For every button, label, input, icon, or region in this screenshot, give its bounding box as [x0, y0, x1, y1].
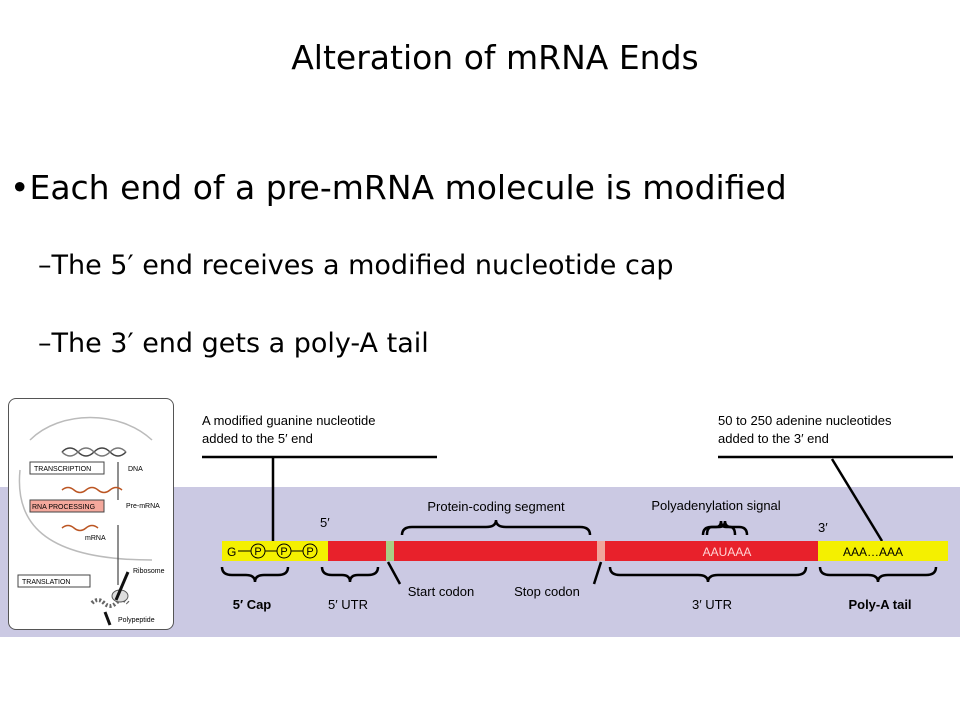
dash: – — [38, 328, 52, 359]
inset-rna-processing: RNA PROCESSING — [32, 504, 95, 511]
inset-transcription: TRANSCRIPTION — [34, 466, 91, 473]
poly-a-segment — [818, 541, 948, 561]
polypeptide-chain-icon — [90, 598, 130, 608]
cap-label: 5′ Cap — [233, 597, 272, 612]
poly-a-tail-label: Poly-A tail — [848, 597, 911, 612]
stop-codon-label: Stop codon — [514, 584, 580, 599]
sub-point-cap: –The 5′ end receives a modified nucleoti… — [38, 250, 674, 281]
polyadenylation-label: Polyadenylation signal — [651, 498, 780, 513]
phosphate-label-2: P — [280, 546, 287, 558]
inset-graphic: TRANSCRIPTION DNA RNA PROCESSING Pre-mRN… — [17, 416, 165, 626]
inset-translation: TRANSLATION — [22, 579, 71, 586]
main-bullet: •Each end of a pre-mRNA molecule is modi… — [10, 168, 787, 207]
cap-brace — [220, 566, 290, 583]
inset-polypeptide: Polypeptide — [118, 617, 155, 624]
utr3-brace — [608, 566, 808, 583]
right-callout-line1: 50 to 250 adenine nucleotides — [718, 413, 892, 428]
dash: – — [38, 250, 52, 281]
polypeptide-pointer — [103, 611, 112, 626]
inset-ribosome: Ribosome — [133, 568, 165, 575]
utr3-label: 3′ UTR — [692, 597, 732, 612]
poly-a-sequence: AAA…AAA — [843, 545, 903, 559]
stop-codon-marker — [597, 541, 605, 561]
start-codon-pointer — [386, 561, 402, 585]
coding-segment — [328, 541, 818, 561]
nucleus-envelope-top — [29, 416, 153, 441]
start-codon-marker — [386, 541, 394, 561]
inset-pre-mrna: Pre-mRNA — [126, 503, 160, 510]
inset-dna: DNA — [128, 466, 143, 473]
five-prime-label: 5′ — [320, 515, 330, 530]
sub-point-cap-text: The 5′ end receives a modified nucleotid… — [51, 250, 674, 281]
poly-a-brace — [818, 566, 938, 583]
slide-title: Alteration of mRNA Ends — [291, 38, 699, 77]
stop-codon-pointer — [592, 561, 603, 585]
bullet-dot: • — [10, 168, 30, 207]
ribosome-pointer — [114, 571, 130, 601]
translation-box — [17, 574, 91, 588]
rna-processing-box — [29, 499, 105, 513]
transcription-box — [29, 461, 105, 475]
nucleus-envelope-bottom — [18, 469, 153, 561]
phosphate-icon-3 — [302, 543, 318, 559]
inset-mrna: mRNA — [85, 535, 106, 542]
phosphate-icon-2 — [276, 543, 292, 559]
overview-inset — [8, 398, 174, 630]
right-callout-line2: added to the 3′ end — [718, 431, 829, 446]
three-prime-label: 3′ — [818, 520, 828, 535]
phosphate-label-3: P — [306, 546, 313, 558]
dna-helix-strand-icon — [61, 447, 127, 457]
mrna-icon — [61, 524, 99, 532]
right-callout-pointer — [830, 458, 884, 542]
utr5-label: 5′ UTR — [328, 597, 368, 612]
utr5-brace — [320, 566, 380, 583]
phosphate-icon-1 — [250, 543, 266, 559]
main-bullet-text: Each end of a pre-mRNA molecule is modif… — [29, 168, 787, 207]
g-nucleotide: G — [227, 545, 236, 559]
pre-mrna-icon — [61, 486, 123, 494]
start-codon-label: Start codon — [408, 584, 475, 599]
polyadenylation-brace-wide — [701, 520, 749, 536]
aauaaa-signal: AAUAAA — [703, 545, 752, 559]
sub-point-tail-text: The 3′ end gets a poly-A tail — [51, 328, 429, 359]
protein-coding-brace — [400, 519, 592, 536]
left-callout-line1: A modified guanine nucleotide — [202, 413, 375, 428]
left-callout-line2: added to the 5′ end — [202, 431, 313, 446]
protein-coding-label: Protein-coding segment — [427, 499, 565, 514]
phosphate-label-1: P — [254, 546, 261, 558]
sub-point-tail: –The 3′ end gets a poly-A tail — [38, 328, 429, 359]
